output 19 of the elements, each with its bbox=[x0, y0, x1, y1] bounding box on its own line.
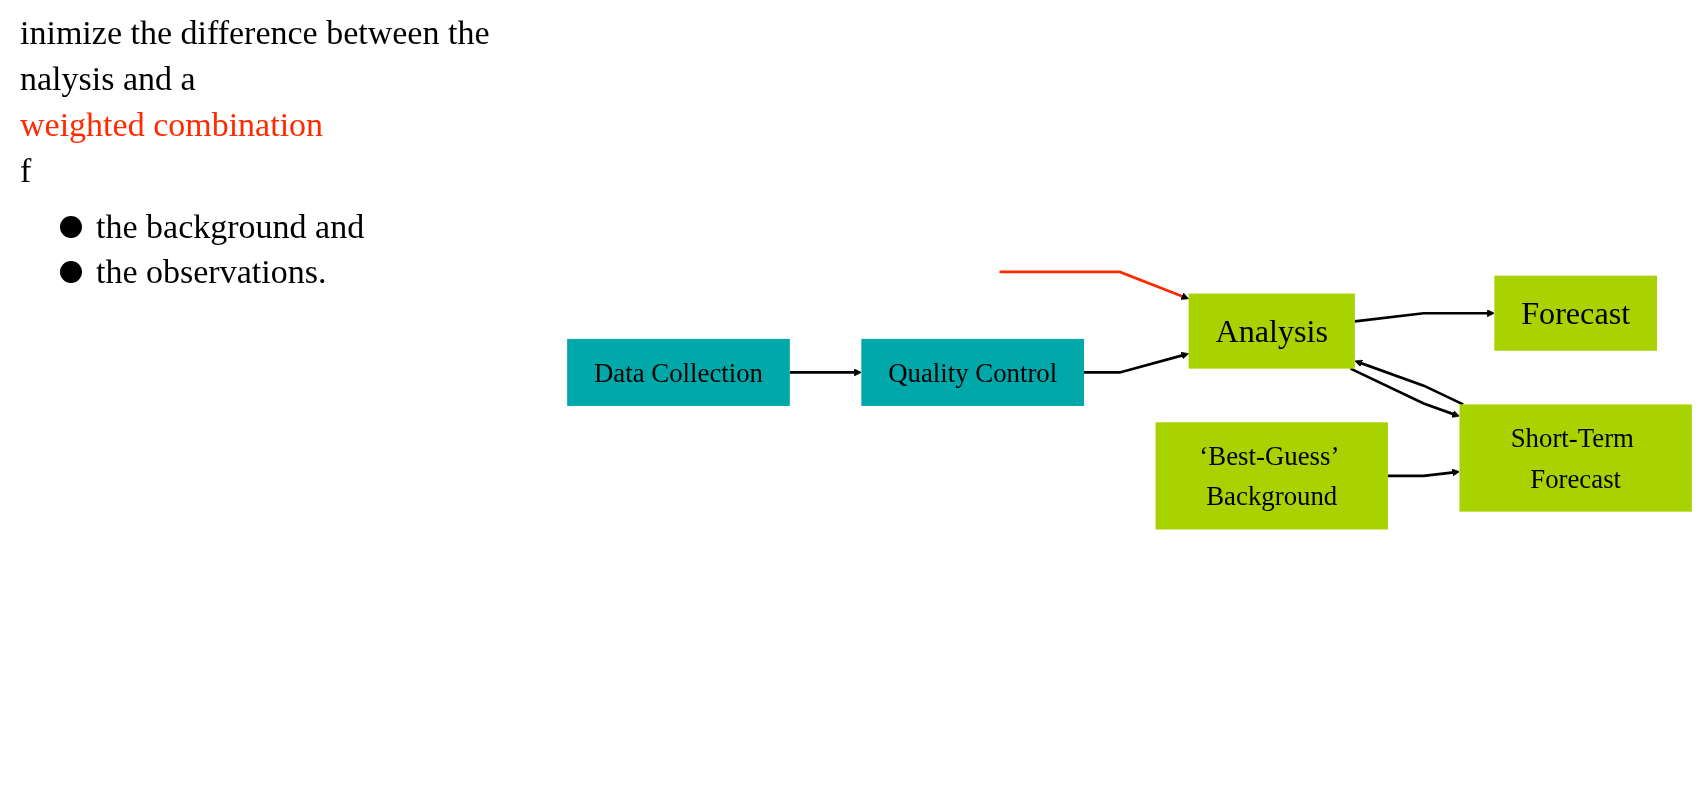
arrow bbox=[789, 368, 862, 377]
arrow bbox=[1354, 309, 1495, 323]
node-box: ‘Best-Guess’ Background bbox=[1155, 422, 1388, 530]
text-line: f bbox=[20, 151, 32, 189]
text-line: the observations. bbox=[96, 252, 327, 293]
arrow bbox=[1387, 468, 1460, 478]
arrow bbox=[1349, 367, 1460, 418]
text-line: inimize the difference between the bbox=[20, 14, 490, 51]
node-box: Data Collection bbox=[567, 338, 790, 406]
node-box: Short-Term Forecast bbox=[1459, 404, 1692, 512]
arrow bbox=[1084, 351, 1189, 374]
text-line: the background and bbox=[96, 206, 365, 247]
highlighted-text: weighted combination bbox=[20, 105, 324, 143]
node-box: Forecast bbox=[1494, 275, 1657, 351]
node-box: Analysis bbox=[1188, 293, 1355, 369]
arrow bbox=[1354, 359, 1464, 406]
node-box: Quality Control bbox=[861, 338, 1085, 406]
text-line: nalysis and a bbox=[20, 59, 196, 97]
arrow bbox=[999, 270, 1189, 300]
